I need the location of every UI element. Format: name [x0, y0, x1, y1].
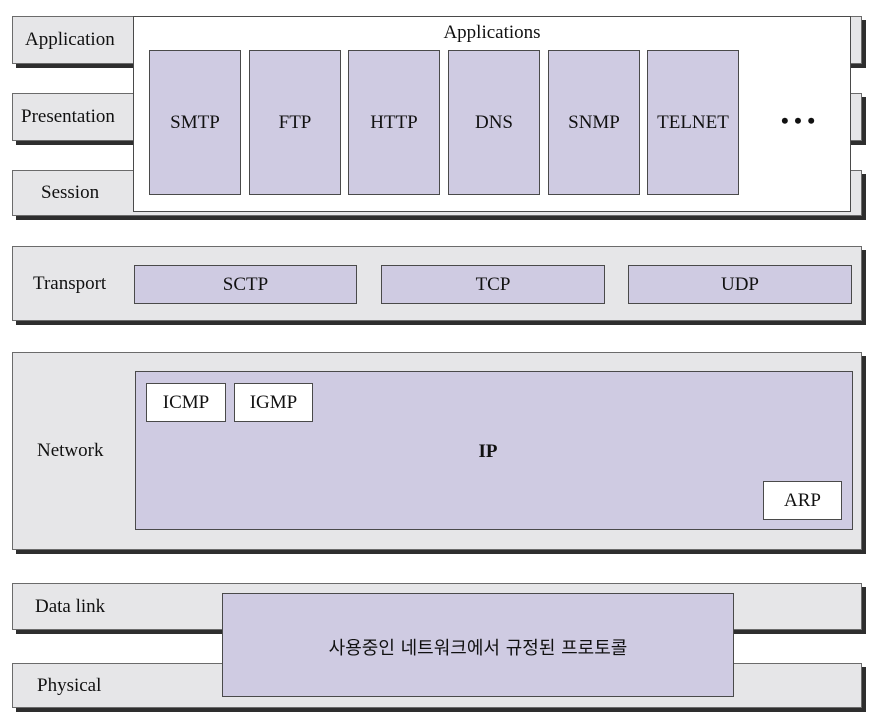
ftp-label: FTP	[278, 111, 312, 133]
smtp-box: SMTP	[149, 50, 241, 195]
tcp-label: TCP	[475, 273, 511, 295]
telnet-label: TELNET	[657, 111, 729, 133]
http-box: HTTP	[348, 50, 440, 195]
transport-layer-label: Transport	[33, 272, 107, 294]
ip-label: IP	[478, 441, 498, 462]
snmp-label: SNMP	[568, 111, 620, 133]
underlying-network-box: 사용중인 네트워크에서 규정된 프로토콜	[222, 593, 734, 697]
sctp-label: SCTP	[222, 273, 269, 295]
tcp-box: TCP	[381, 265, 605, 304]
more-ellipsis: • • •	[780, 108, 816, 133]
icmp-box: ICMP	[146, 383, 226, 422]
application-layer-label: Application	[25, 29, 115, 50]
udp-box: UDP	[628, 265, 852, 304]
arp-box: ARP	[763, 481, 842, 520]
igmp-label: IGMP	[249, 391, 298, 413]
ftp-box: FTP	[249, 50, 341, 195]
data-link-layer-label: Data link	[35, 595, 106, 617]
applications-title: Applications	[443, 22, 541, 43]
sctp-box: SCTP	[134, 265, 357, 304]
http-label: HTTP	[370, 111, 418, 133]
session-layer-label: Session	[41, 182, 100, 203]
arp-label: ARP	[784, 489, 821, 511]
snmp-box: SNMP	[548, 50, 640, 195]
telnet-box: TELNET	[647, 50, 739, 195]
presentation-layer-label: Presentation	[21, 106, 115, 127]
underlying-network-label: 사용중인 네트워크에서 규정된 프로토콜	[328, 638, 628, 659]
icmp-label: ICMP	[162, 391, 210, 413]
igmp-box: IGMP	[234, 383, 313, 422]
dns-label: DNS	[474, 111, 513, 133]
physical-layer-label: Physical	[37, 674, 102, 696]
smtp-label: SMTP	[170, 111, 220, 133]
dns-box: DNS	[448, 50, 540, 195]
udp-label: UDP	[720, 273, 759, 295]
network-layer-label: Network	[37, 440, 104, 461]
